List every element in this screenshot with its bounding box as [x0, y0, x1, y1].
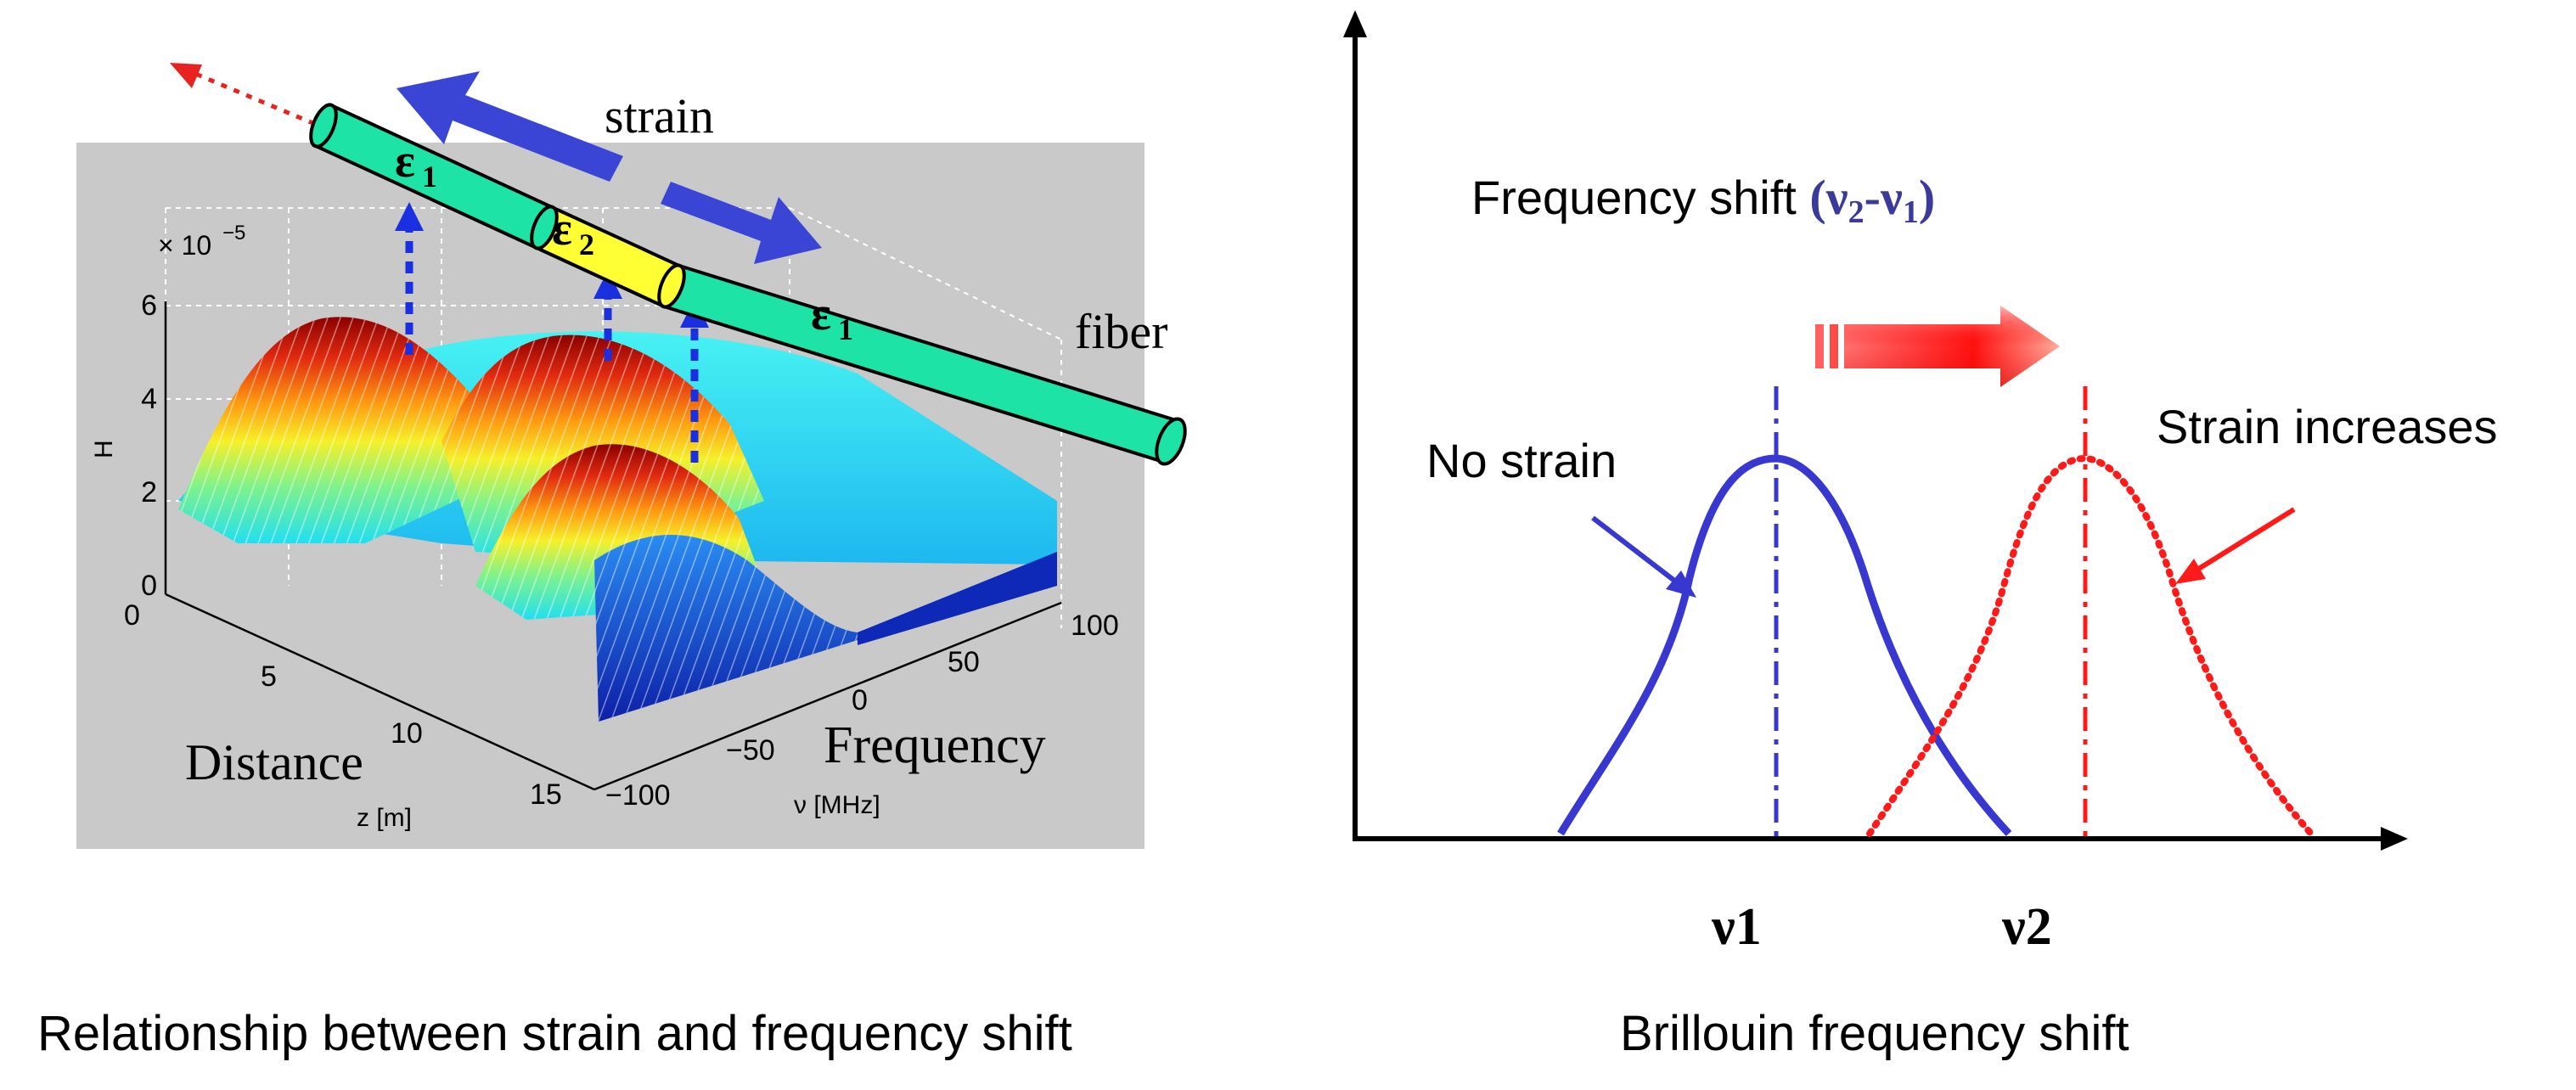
distance-axis-line [165, 593, 595, 791]
shift-arrow [1815, 306, 2060, 387]
strain-curve [1866, 454, 2314, 837]
light-signal-arrow [170, 63, 328, 132]
svg-text:ε: ε [552, 203, 572, 256]
x-axis-arrowhead [2381, 827, 2408, 851]
distance-axis-label: z [m] [357, 804, 412, 832]
dashed-up-arrow-1 [395, 202, 424, 355]
exponent-power: −5 [222, 222, 245, 244]
no-strain-label: No strain [1426, 434, 1617, 487]
svg-text:1: 1 [838, 312, 853, 346]
z-tick-2: 2 [141, 476, 157, 508]
no-strain-curve [1557, 454, 2012, 837]
frequency-tick-100: 100 [1071, 610, 1119, 642]
strain-pointer [2175, 507, 2296, 584]
svg-text:Frequency shift (ν2-ν1): Frequency shift (ν2-ν1) [1471, 170, 1935, 230]
fiber-label: fiber [1075, 304, 1168, 359]
strain-arrow-right [661, 182, 822, 264]
left-caption: Relationship between strain and frequenc… [37, 1006, 1072, 1061]
strain-arrow-left [397, 71, 623, 182]
z-axis-ticks: 6 4 2 0 [141, 289, 157, 602]
frequency-axis-ticks: −100 −50 0 50 100 [605, 610, 1119, 812]
strain-increases-label: Strain increases [2157, 400, 2498, 453]
distance-tick-15: 15 [530, 778, 562, 811]
y-axis-arrowhead [1343, 10, 1367, 37]
frequency-axis-label: ν [MHz] [794, 791, 880, 819]
no-strain-pointer [1591, 515, 1696, 598]
frequency-tick-minus100: −100 [605, 779, 671, 812]
frequency-tick-0: 0 [852, 684, 868, 716]
distance-tick-5: 5 [261, 660, 277, 693]
distance-axis-ticks: 0 5 10 15 [124, 599, 562, 811]
z-tick-4: 4 [141, 383, 157, 415]
strain-label: strain [605, 88, 714, 143]
distance-title: Distance [185, 734, 363, 790]
frequency-tick-minus50: −50 [726, 734, 775, 767]
svg-text:1: 1 [422, 160, 437, 194]
svg-text:ε: ε [811, 288, 831, 340]
distance-tick-10: 10 [391, 717, 423, 750]
z-tick-6: 6 [141, 289, 157, 322]
svg-text:2: 2 [579, 228, 594, 261]
svg-text:ε: ε [395, 135, 415, 188]
v1-label: ν1 [1711, 898, 1762, 956]
frequency-axis-line [593, 601, 1062, 791]
dashed-up-arrow-2 [593, 270, 622, 361]
frequency-title: Frequency [824, 716, 1046, 774]
frequency-shift-title-text: Frequency shift [1471, 171, 1809, 224]
surface-plot-panel: × 10 −5 H 6 4 2 0 0 5 10 15 z [m] Distan… [76, 63, 1187, 849]
right-caption: Brillouin frequency shift [1620, 1006, 2129, 1061]
frequency-shift-title: Frequency shift (ν2-ν1) [1471, 170, 1935, 230]
brillouin-spectrum-panel: Frequency shift (ν2-ν1) No strain Strain… [1343, 10, 2498, 956]
surface-right-edge [858, 552, 1057, 645]
exponent-label: × 10 [158, 230, 211, 261]
z-tick-0: 0 [141, 570, 157, 602]
epsilon1-right-label: ε 1 [811, 288, 853, 346]
z-axis-title: H [90, 440, 118, 458]
epsilon1-left-label: ε 1 [395, 135, 437, 194]
v2-label: ν2 [2001, 898, 2052, 956]
frequency-tick-50: 50 [948, 646, 980, 678]
fiber-tube [309, 103, 1187, 466]
distance-tick-0: 0 [124, 599, 140, 632]
epsilon2-label: ε 2 [552, 203, 594, 261]
